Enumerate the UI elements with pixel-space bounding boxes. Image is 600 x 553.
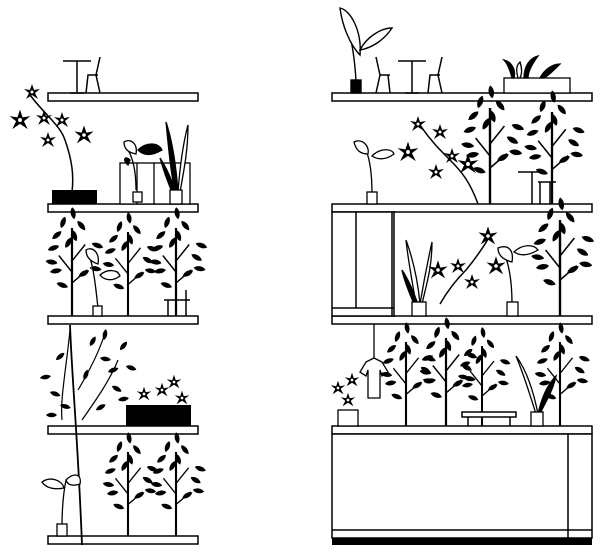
right-bar-stool [518, 171, 556, 204]
right-base-slab [332, 538, 592, 545]
left-pot-plant-b [159, 121, 189, 205]
right-cafe-set [375, 56, 443, 94]
right-pot-plant-a [353, 140, 395, 205]
left-cafe-table [63, 60, 91, 94]
left-planter-box-2 [126, 405, 191, 426]
right-slab-1 [331, 92, 593, 102]
right-hanging-shirt [359, 324, 389, 399]
right-pot-plant-b [401, 239, 433, 317]
right-ground-room [331, 433, 593, 539]
right-glazed-room [331, 211, 395, 317]
left-slab-5 [47, 535, 199, 545]
left-tree-4 [102, 432, 158, 536]
right-planter-box [501, 54, 571, 94]
left-tree-2 [102, 212, 158, 316]
left-pot-plant-d [41, 474, 81, 537]
right-tree-5 [419, 317, 478, 426]
left-slab-4 [47, 425, 199, 435]
left-tower [9, 56, 208, 546]
right-pot-plant-d [515, 355, 558, 427]
right-tree-7 [534, 322, 590, 426]
right-tree-6 [458, 327, 511, 426]
left-planter-box [52, 190, 97, 204]
left-vine [9, 84, 94, 193]
right-pot-plant-c [497, 245, 539, 317]
left-stool [164, 290, 190, 316]
right-slab-2 [331, 203, 593, 213]
left-slab-1 [47, 92, 199, 102]
right-flower-pot [330, 372, 360, 427]
left-chair [85, 56, 101, 94]
right-vine [397, 116, 479, 205]
right-tower [330, 7, 595, 545]
left-slab-3 [47, 315, 199, 325]
right-slab-3 [331, 315, 593, 325]
left-pot-plant-a [123, 139, 163, 203]
right-vine-2 [428, 226, 506, 305]
left-planter-flowers [136, 374, 190, 405]
left-pot-plant-c [85, 248, 121, 317]
left-slender-tree [39, 324, 138, 546]
right-bench [461, 411, 517, 426]
right-slab-4 [331, 425, 593, 435]
right-large-plant [339, 7, 394, 94]
right-tree-3 [531, 197, 595, 316]
right-tree-2 [524, 90, 586, 204]
left-tree-5 [150, 432, 206, 536]
